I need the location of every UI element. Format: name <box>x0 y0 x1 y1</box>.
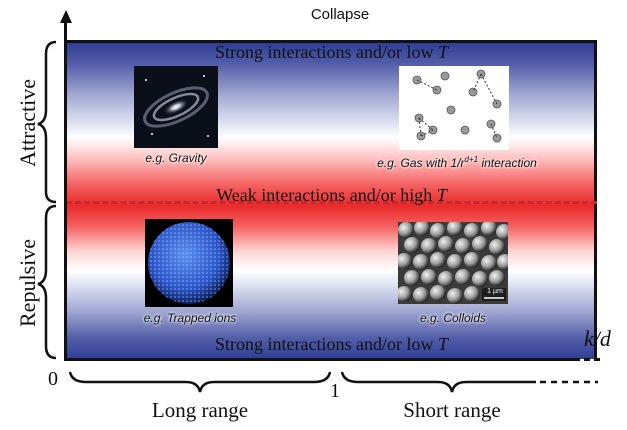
trapped-ions-caption: e.g. Trapped ions <box>143 311 237 325</box>
middle-band-temperature-symbol: T <box>436 185 447 205</box>
x-axis-dashed-extension <box>574 358 600 361</box>
top-band-text: Strong interactions and/or low <box>215 42 434 62</box>
side-braces <box>37 40 57 360</box>
colloids-scale-bar-label: 1 µm <box>487 288 503 295</box>
y-axis <box>64 20 67 361</box>
origin-label: 0 <box>48 368 58 390</box>
gas-particles-image <box>399 66 509 150</box>
bottom-band-text: Strong interactions and/or low <box>215 334 434 354</box>
attractive-brace <box>37 40 57 204</box>
long-range-label: Long range <box>151 398 249 422</box>
gas-caption-prefix: e.g. Gas with 1/r <box>377 156 465 170</box>
collapse-label: Collapse <box>310 6 370 23</box>
gas-caption-exponent: d+1 <box>464 155 479 164</box>
bottom-band-temperature-symbol: T <box>437 334 448 354</box>
top-band-label: Strong interactions and/or low T <box>66 42 597 63</box>
range-braces <box>68 371 598 393</box>
middle-band-text: Weak interactions and/or high <box>216 185 433 205</box>
attractive-repulsive-divider <box>66 201 597 204</box>
colloids-caption: e.g. Colloids <box>419 311 487 325</box>
attractive-label: Attractive <box>15 79 40 167</box>
gas-caption-suffix: interaction <box>478 156 537 170</box>
gravity-caption: e.g. Gravity <box>145 151 207 165</box>
galaxy-image <box>134 66 218 148</box>
repulsive-label: Repulsive <box>15 239 40 327</box>
bottom-band-label: Strong interactions and/or low T <box>66 334 597 355</box>
gas-caption: e.g. Gas with 1/rd+1 interaction <box>352 155 562 170</box>
x-axis-label: k/d <box>584 326 611 351</box>
short-range-label: Short range <box>403 398 501 422</box>
long-range-brace <box>68 371 332 393</box>
middle-band-label: Weak interactions and/or high T <box>66 185 597 206</box>
tick-one-label: 1 <box>330 380 340 402</box>
short-range-brace <box>340 371 536 393</box>
x-axis <box>64 358 574 361</box>
top-band-temperature-symbol: T <box>437 42 448 62</box>
repulsive-brace <box>37 204 57 360</box>
trapped-ions-image <box>145 219 233 307</box>
y-axis-arrow-icon <box>60 10 72 23</box>
colloids-image <box>398 222 508 304</box>
